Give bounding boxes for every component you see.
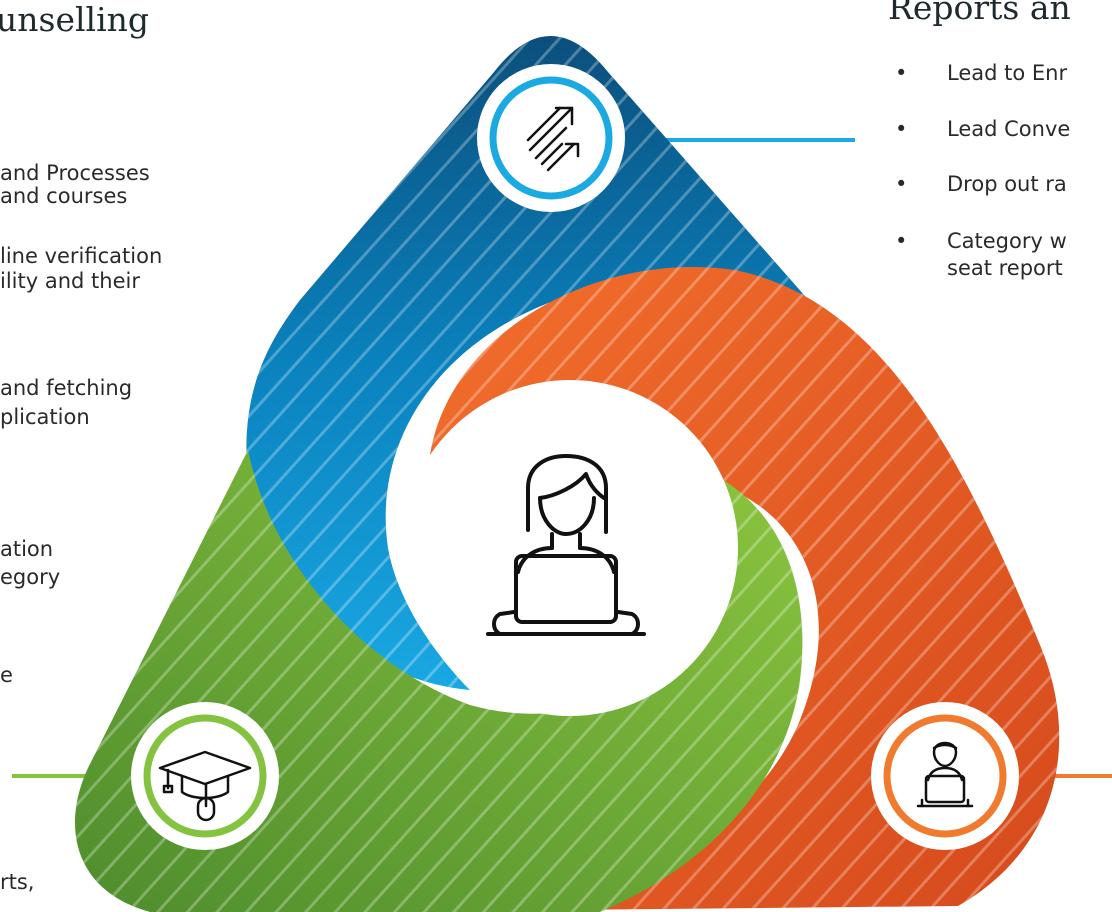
bottom-left-icon-badge (131, 702, 279, 850)
left-panel-line: and Processes (0, 161, 150, 185)
left-panel-line: and fetching (0, 376, 133, 400)
left-panel-line: e (0, 663, 13, 687)
left-panel-line: and courses (0, 184, 128, 208)
left-panel-line: ation (0, 537, 54, 561)
left-panel-line: egory (0, 565, 61, 589)
center-circle (402, 380, 738, 716)
right-panel-bullet-text: Lead to Enr (947, 61, 1068, 85)
left-panel-line: rts, (0, 870, 35, 894)
right-panel-title: Reports an (888, 0, 1071, 27)
growth-arrows-icon (526, 106, 580, 172)
woman-laptop-icon (486, 454, 646, 636)
right-panel-bullet-text: Drop out ra (947, 172, 1067, 196)
bottom-right-icon-badge (871, 702, 1019, 850)
left-panel-line: ility and their (0, 269, 140, 293)
segment-blue (246, 36, 848, 690)
left-panel-line: line verification (0, 244, 163, 268)
left-panel-line: plication (0, 405, 90, 429)
bullet-marker: • (895, 61, 908, 85)
left-panel-title: unselling (0, 0, 150, 39)
right-panel-bullet-text: seat report (947, 256, 1063, 280)
graduation-cap-mouse-icon (158, 750, 252, 822)
bullet-marker: • (895, 229, 908, 253)
man-laptop-icon (916, 741, 974, 808)
right-panel-bullet-text: Lead Conve (947, 117, 1071, 141)
right-panel-bullet-text: Category w (947, 229, 1067, 253)
top-icon-badge (477, 64, 625, 212)
bullet-marker: • (895, 172, 908, 196)
bullet-marker: • (895, 117, 908, 141)
